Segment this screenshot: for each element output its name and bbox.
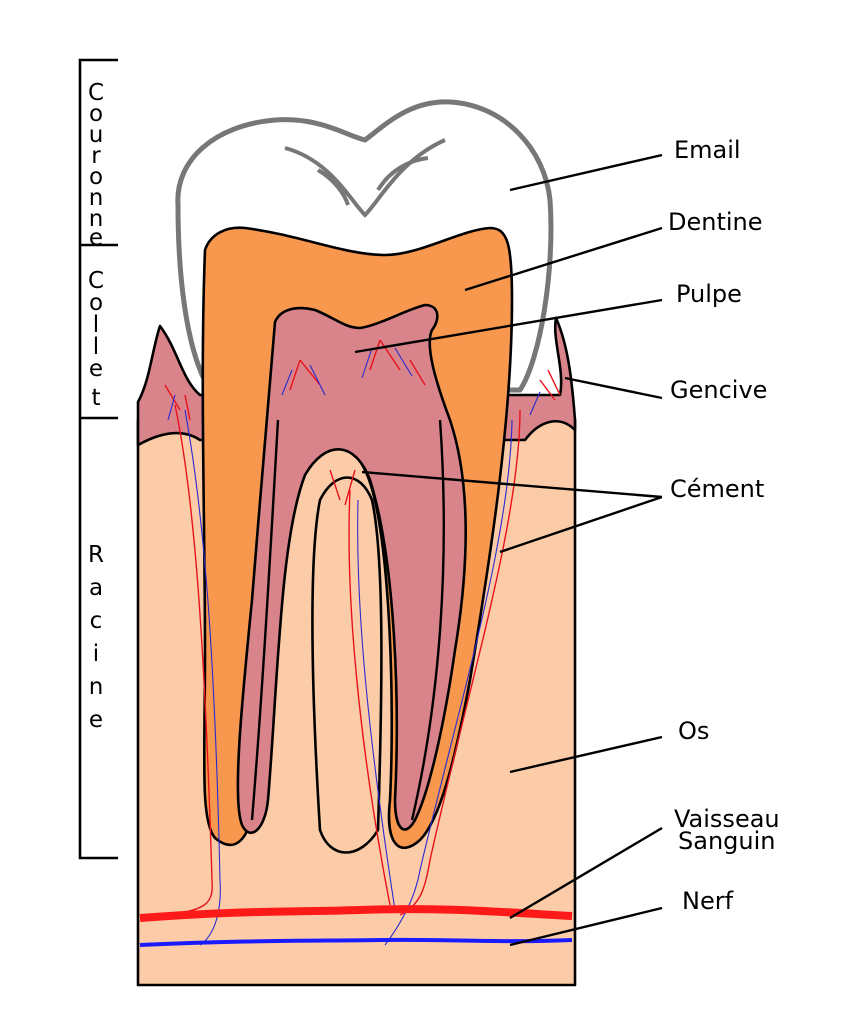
- svg-text:c: c: [90, 608, 103, 634]
- svg-text:i: i: [93, 641, 99, 667]
- leader-gencive: [564, 376, 663, 400]
- svg-text:r: r: [91, 143, 101, 169]
- leader-pulpe: [354, 298, 663, 354]
- svg-text:a: a: [89, 575, 103, 601]
- label-nerf: Nerf: [682, 887, 734, 915]
- label-gencive: Gencive: [670, 376, 767, 404]
- vessel-left-root: [164, 404, 213, 916]
- svg-text:e: e: [89, 356, 103, 382]
- label-vaisseau: Vaisseau: [674, 805, 780, 833]
- bone-interradicular: [311, 476, 383, 854]
- section-collet: C o l l e t: [88, 268, 104, 411]
- label-pulpe: Pulpe: [676, 280, 742, 308]
- svg-text:n: n: [89, 185, 104, 211]
- pulp: [236, 303, 467, 835]
- leader-os: [509, 735, 663, 774]
- vessel-right-root: [399, 409, 521, 916]
- section-bracket: [78, 58, 118, 860]
- nerve-middle: [357, 499, 396, 911]
- leader-cement-1: [361, 470, 663, 499]
- svg-text:l: l: [93, 334, 99, 360]
- svg-text:C: C: [88, 268, 104, 294]
- main-blood-vessel: [139, 905, 573, 922]
- section-couronne: C o u r o n n e: [88, 80, 104, 251]
- leader-dentine: [464, 226, 663, 292]
- section-racine: R a c i n e: [88, 542, 104, 733]
- svg-text:u: u: [89, 122, 104, 148]
- label-sanguin: Sanguin: [678, 827, 775, 855]
- vessel-branches: [164, 339, 561, 506]
- svg-text:o: o: [89, 164, 103, 190]
- label-dentine: Dentine: [668, 208, 763, 236]
- svg-text:o: o: [89, 290, 103, 316]
- svg-text:l: l: [93, 312, 99, 338]
- leader-vaisseau: [509, 826, 663, 920]
- svg-text:n: n: [89, 674, 104, 700]
- enamel-groove-inner: [316, 156, 429, 206]
- nerve-branches: [167, 347, 541, 421]
- leader-email: [509, 153, 663, 192]
- label-cement: Cément: [670, 475, 764, 503]
- svg-text:R: R: [88, 542, 104, 568]
- leader-nerf: [509, 906, 663, 947]
- root-canal-left: [250, 419, 280, 821]
- svg-text:o: o: [89, 101, 103, 127]
- svg-text:n: n: [89, 206, 104, 232]
- svg-text:e: e: [89, 707, 103, 733]
- svg-text:e: e: [89, 225, 103, 251]
- root-canal-right: [410, 419, 445, 821]
- svg-text:t: t: [91, 385, 100, 411]
- main-nerve: [139, 937, 573, 947]
- vessel-middle: [348, 489, 391, 906]
- label-email: Email: [674, 136, 741, 164]
- svg-text:C: C: [88, 80, 104, 106]
- leader-cement-2: [499, 495, 663, 554]
- label-os: Os: [678, 717, 709, 745]
